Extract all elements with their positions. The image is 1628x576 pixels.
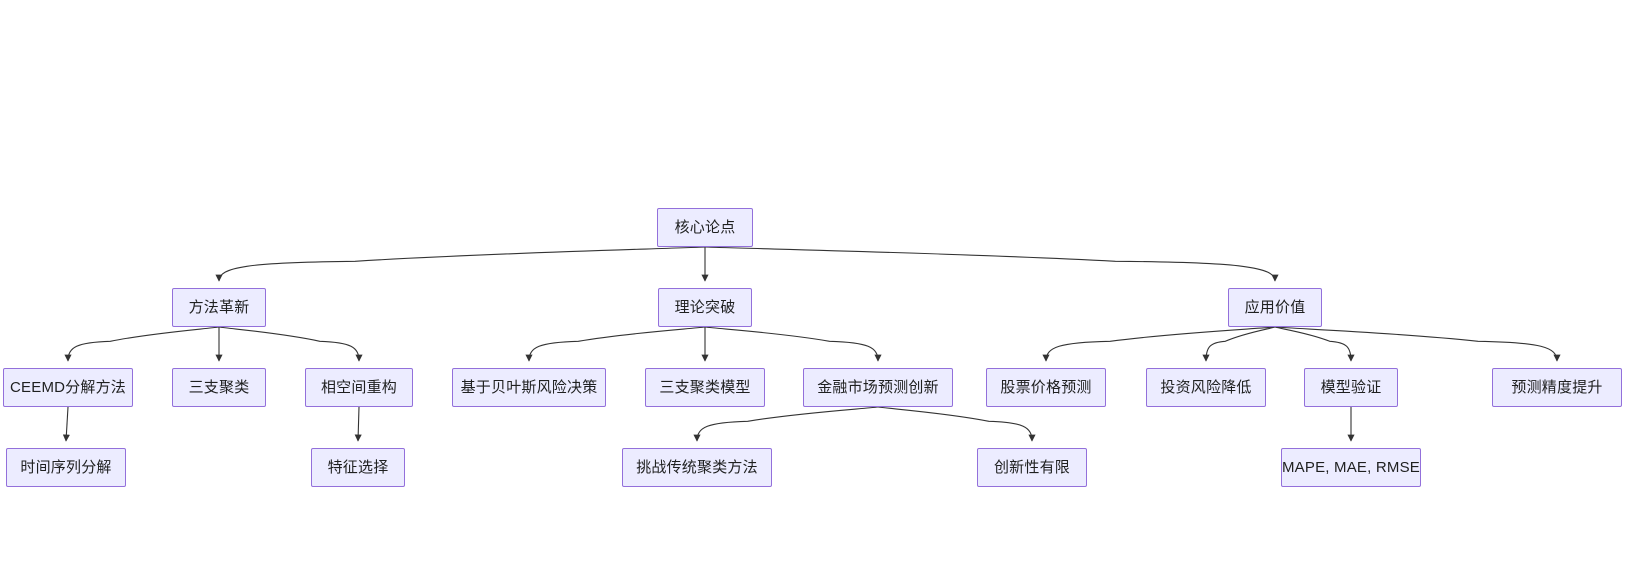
flowchart-edge-l2c-to-l3b xyxy=(354,406,362,442)
flowchart-edge-l1c-to-l2g xyxy=(1042,326,1276,362)
flowchart-node-label: 创新性有限 xyxy=(993,459,1070,476)
flowchart-node-label: 挑战传统聚类方法 xyxy=(636,459,758,476)
flowchart-node-l3d[interactable]: 创新性有限 xyxy=(977,448,1087,487)
flowchart-node-l2d[interactable]: 基于贝叶斯风险决策 xyxy=(452,368,606,407)
flowchart-node-l2i[interactable]: 模型验证 xyxy=(1304,368,1398,407)
flowchart-edge-l1b-to-l2f xyxy=(704,326,882,362)
flowchart-edge-l1c-to-l2h xyxy=(1202,326,1276,362)
flowchart-node-l2g[interactable]: 股票价格预测 xyxy=(986,368,1106,407)
flowchart-node-label: 核心论点 xyxy=(674,219,736,236)
flowchart-node-label: 理论突破 xyxy=(674,299,736,316)
flowchart-node-label: 投资风险降低 xyxy=(1160,379,1252,396)
flowchart-edge-l2f-to-l3c xyxy=(693,406,879,442)
flowchart-node-label: 三支聚类模型 xyxy=(659,379,751,396)
flowchart-node-root[interactable]: 核心论点 xyxy=(657,208,753,247)
flowchart-edge-l1a-to-l2c xyxy=(218,326,363,362)
flowchart-node-l1a[interactable]: 方法革新 xyxy=(172,288,266,327)
flowchart-node-label: MAPE, MAE, RMSE xyxy=(1281,459,1421,476)
flowchart-edge-l2f-to-l3d xyxy=(877,406,1036,442)
flowchart-node-l3a[interactable]: 时间序列分解 xyxy=(6,448,126,487)
flowchart-node-l2a[interactable]: CEEMD分解方法 xyxy=(3,368,133,407)
flowchart-node-label: 三支聚类 xyxy=(188,379,250,396)
flowchart-node-l2j[interactable]: 预测精度提升 xyxy=(1492,368,1622,407)
flowchart-edge-l1a-to-l2a xyxy=(64,326,220,362)
flowchart-edge-l1b-to-l2d xyxy=(525,326,706,362)
flowchart-node-label: 时间序列分解 xyxy=(20,459,112,476)
flowchart-edge-l2a-to-l3a xyxy=(62,406,70,442)
flowchart-node-l2c[interactable]: 相空间重构 xyxy=(305,368,413,407)
flowchart-node-label: 模型验证 xyxy=(1320,379,1382,396)
flowchart-node-l3c[interactable]: 挑战传统聚类方法 xyxy=(622,448,772,487)
flowchart-node-l1c[interactable]: 应用价值 xyxy=(1228,288,1322,327)
flowchart-node-l2b[interactable]: 三支聚类 xyxy=(172,368,266,407)
flowchart-edge-l1c-to-l2j xyxy=(1274,326,1561,362)
flowchart-node-label: 金融市场预测创新 xyxy=(817,379,939,396)
edge-paths xyxy=(62,246,1561,442)
flowchart-edge-root-to-l1a xyxy=(215,246,706,282)
flowchart-node-l2e[interactable]: 三支聚类模型 xyxy=(645,368,765,407)
flowchart-edge-l1c-to-l2i xyxy=(1274,326,1355,362)
flowchart-node-label: 预测精度提升 xyxy=(1511,379,1603,396)
flowchart-node-label: CEEMD分解方法 xyxy=(10,379,126,396)
flowchart-node-label: 股票价格预测 xyxy=(1000,379,1092,396)
flowchart-node-l3e[interactable]: MAPE, MAE, RMSE xyxy=(1281,448,1421,487)
flowchart-node-label: 基于贝叶斯风险决策 xyxy=(460,379,598,396)
flowchart-edge-root-to-l1c xyxy=(704,246,1279,282)
flowchart-node-l1b[interactable]: 理论突破 xyxy=(658,288,752,327)
flowchart-node-label: 特征选择 xyxy=(327,459,389,476)
flowchart-node-l3b[interactable]: 特征选择 xyxy=(311,448,405,487)
flowchart-node-label: 方法革新 xyxy=(188,299,250,316)
flowchart-node-l2f[interactable]: 金融市场预测创新 xyxy=(803,368,953,407)
flowchart-node-label: 应用价值 xyxy=(1244,299,1306,316)
flowchart-node-l2h[interactable]: 投资风险降低 xyxy=(1146,368,1266,407)
flowchart-node-label: 相空间重构 xyxy=(320,379,397,396)
